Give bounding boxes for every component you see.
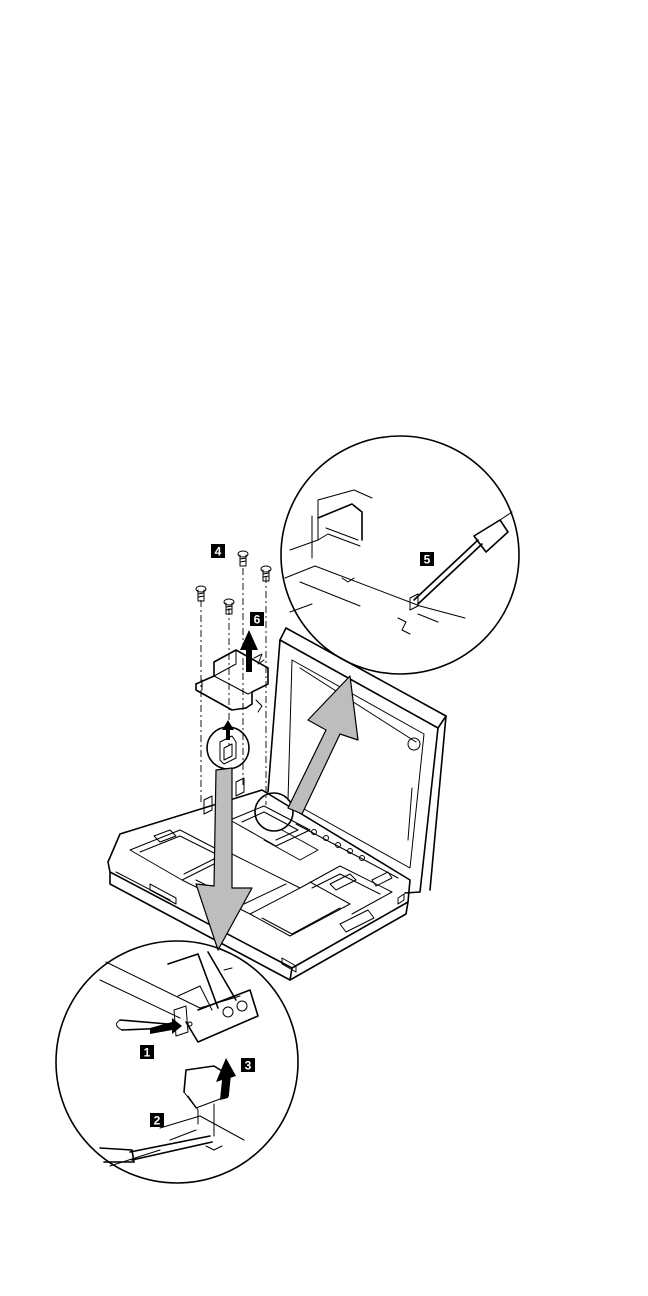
detail-view-connector: [56, 941, 298, 1183]
step-label-5-text: 5: [424, 553, 431, 567]
step-label-6-text: 6: [254, 613, 261, 627]
step-label-3-text: 3: [245, 1059, 252, 1073]
lift-arrow-icon: [240, 630, 258, 672]
detail-view-screwdriver: [281, 436, 519, 674]
step-label-2-text: 2: [154, 1114, 161, 1128]
step-label-4-text: 4: [215, 545, 222, 559]
step-label-2: 2: [150, 1113, 164, 1128]
step-label-3: 3: [241, 1058, 255, 1073]
step-label-1-text: 1: [144, 1046, 151, 1060]
step-label-6: 6: [250, 612, 264, 627]
laptop-base: [108, 628, 446, 980]
step-label-5: 5: [420, 552, 434, 567]
detail-circle-hinge: [255, 793, 293, 831]
hinge-bracket: [196, 630, 268, 712]
screw-icons: [196, 551, 271, 614]
step-label-1: 1: [140, 1045, 154, 1060]
step-label-4: 4: [211, 544, 225, 559]
